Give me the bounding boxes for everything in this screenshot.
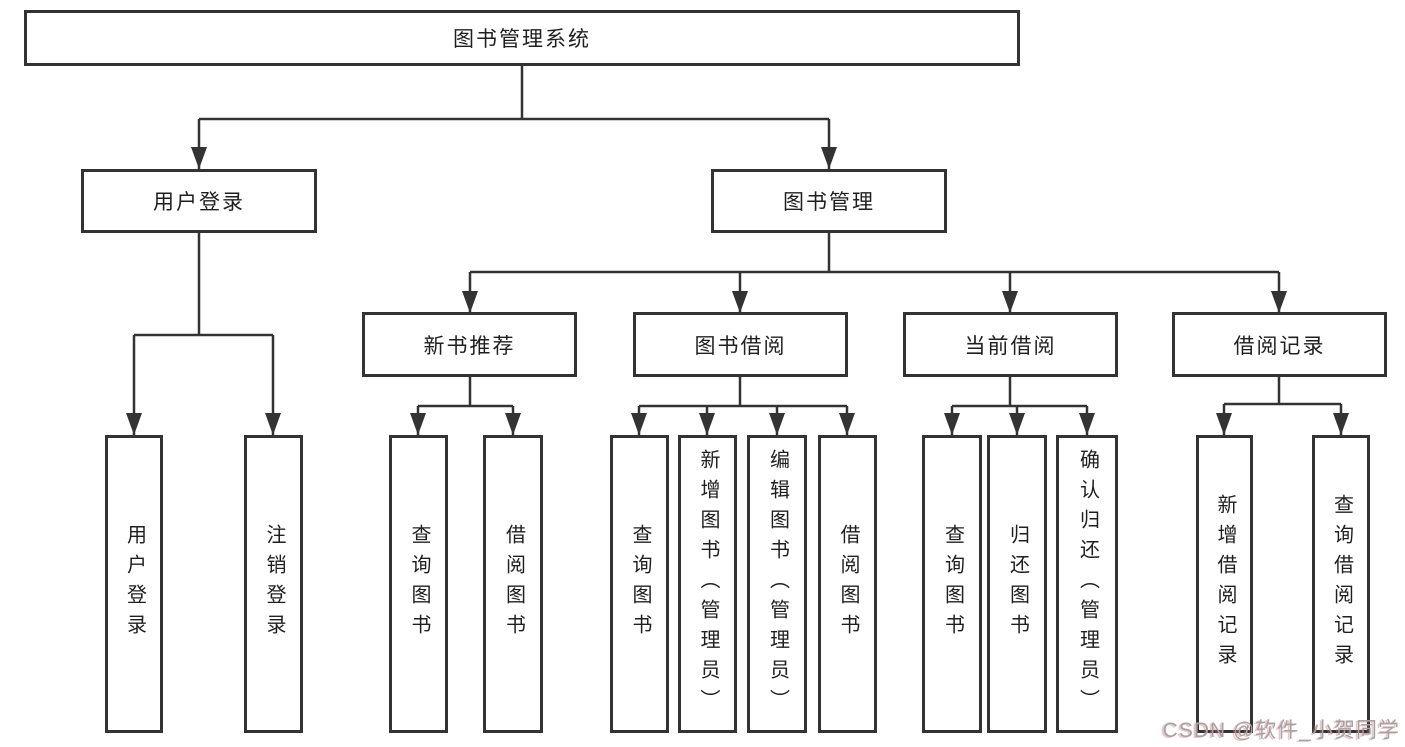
leaf-confirm-return-admin: 确认归还（管理员） bbox=[1056, 435, 1118, 733]
node-new-book-recommend: 新书推荐 bbox=[362, 312, 577, 377]
leaf-label: 新增借阅记录 bbox=[1214, 494, 1236, 674]
leaf-label: 编辑图书（管理员） bbox=[766, 449, 789, 719]
node-book-management-label: 图书管理 bbox=[783, 191, 875, 214]
leaf-user-login: 用户登录 bbox=[105, 435, 163, 733]
node-current-borrowing-label: 当前借阅 bbox=[964, 334, 1057, 358]
leaf-query-books-borrow: 查询图书 bbox=[610, 435, 669, 733]
leaf-label: 查询借阅记录 bbox=[1330, 494, 1353, 674]
node-borrowing-records: 借阅记录 bbox=[1172, 312, 1387, 377]
node-new-book-recommend-label: 新书推荐 bbox=[423, 334, 516, 358]
leaf-edit-book-admin: 编辑图书（管理员） bbox=[747, 435, 807, 733]
leaf-label: 借阅图书 bbox=[502, 524, 525, 644]
leaf-label: 新增图书（管理员） bbox=[697, 449, 719, 719]
node-root-label: 图书管理系统 bbox=[453, 28, 591, 51]
leaf-query-borrow-record: 查询借阅记录 bbox=[1312, 435, 1370, 733]
leaf-borrow-books-recommend: 借阅图书 bbox=[483, 435, 543, 733]
node-user-login-label: 用户登录 bbox=[153, 191, 245, 214]
leaf-query-books-recommend: 查询图书 bbox=[389, 435, 448, 733]
leaf-add-book-admin: 新增图书（管理员） bbox=[678, 435, 737, 733]
leaf-label: 注销登录 bbox=[263, 524, 285, 644]
leaf-label: 确认归还（管理员） bbox=[1076, 449, 1099, 719]
leaf-logout: 注销登录 bbox=[244, 435, 303, 733]
leaf-label: 查询图书 bbox=[629, 524, 651, 644]
leaf-label: 借阅图书 bbox=[837, 524, 859, 644]
csdn-watermark: CSDN @软件_小贺同学 bbox=[1162, 719, 1400, 742]
leaf-label: 查询图书 bbox=[408, 524, 430, 644]
node-user-login: 用户登录 bbox=[81, 169, 317, 233]
node-book-borrowing: 图书借阅 bbox=[633, 312, 848, 377]
node-book-borrowing-label: 图书借阅 bbox=[694, 334, 787, 358]
leaf-add-borrow-record: 新增借阅记录 bbox=[1196, 435, 1253, 733]
leaf-label: 查询图书 bbox=[941, 524, 964, 644]
leaf-query-books-current: 查询图书 bbox=[922, 435, 982, 733]
leaf-label: 用户登录 bbox=[123, 524, 146, 644]
node-root: 图书管理系统 bbox=[24, 10, 1020, 66]
node-current-borrowing: 当前借阅 bbox=[903, 312, 1118, 377]
node-borrowing-records-label: 借阅记录 bbox=[1233, 334, 1326, 358]
leaf-label: 归还图书 bbox=[1006, 524, 1029, 644]
leaf-return-book: 归还图书 bbox=[987, 435, 1047, 733]
leaf-borrow-books: 借阅图书 bbox=[818, 435, 877, 733]
node-book-management: 图书管理 bbox=[711, 169, 947, 233]
